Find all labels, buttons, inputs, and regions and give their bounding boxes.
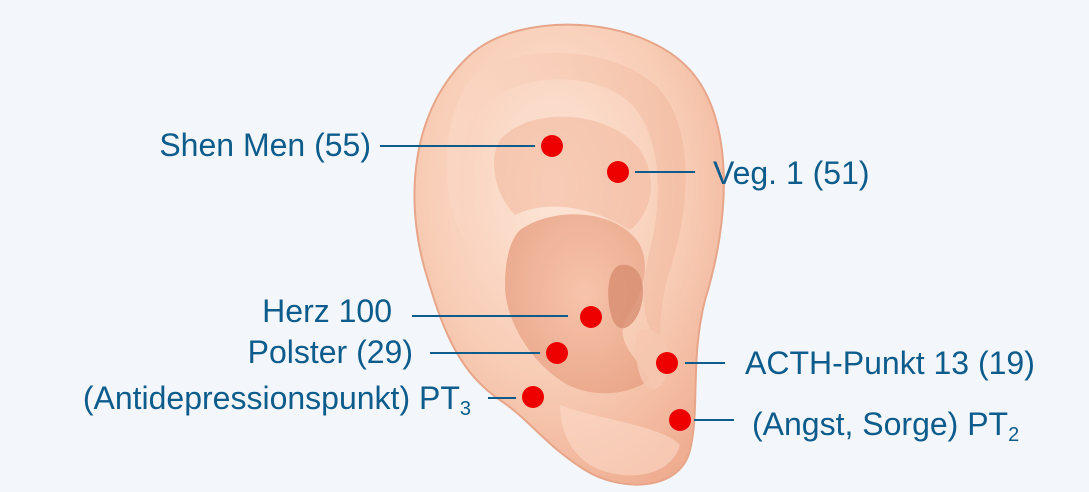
point-polster xyxy=(546,342,568,364)
label-veg-1: Veg. 1 (51) xyxy=(713,155,870,191)
point-herz-100 xyxy=(580,306,602,328)
label-shen-men: Shen Men (55) xyxy=(159,127,371,163)
label-antidepressionspunkt-subscript: 3 xyxy=(460,398,471,420)
label-polster: Polster (29) xyxy=(248,334,413,370)
point-veg-1 xyxy=(607,161,629,183)
point-acth-punkt xyxy=(656,352,678,374)
label-angst-sorge-subscript: 2 xyxy=(1008,424,1019,446)
point-antidepressionspunkt xyxy=(522,386,544,408)
label-acth-punkt: ACTH-Punkt 13 (19) xyxy=(745,345,1035,381)
label-antidepressionspunkt: (Antidepressionspunkt) PT3 xyxy=(83,380,471,416)
label-angst-sorge-text: (Angst, Sorge) PT xyxy=(752,406,1008,442)
label-angst-sorge: (Angst, Sorge) PT2 xyxy=(752,406,1019,442)
point-angst-sorge xyxy=(669,409,691,431)
label-herz-100: Herz 100 xyxy=(262,293,392,329)
label-antidepressionspunkt-text: (Antidepressionspunkt) PT xyxy=(83,380,460,416)
point-shen-men xyxy=(541,135,563,157)
